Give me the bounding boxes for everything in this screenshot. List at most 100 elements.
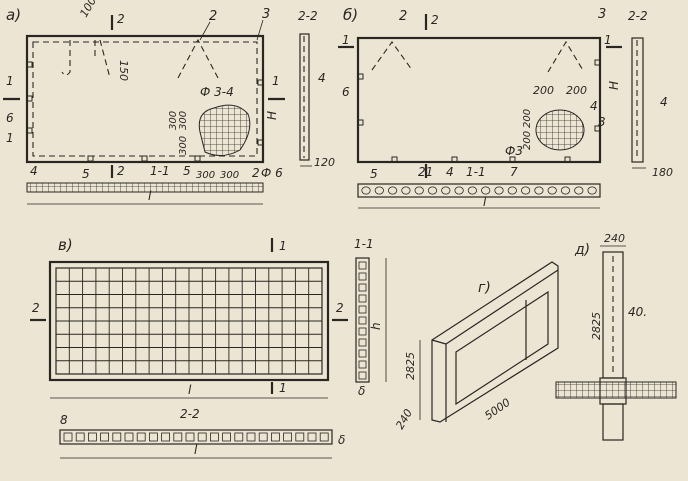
section-void <box>358 305 367 314</box>
callout-4-bottom-a: 4 <box>30 164 38 178</box>
section-void <box>507 186 517 195</box>
callout-2b-a: 2 <box>252 166 260 180</box>
section-void <box>283 432 293 442</box>
callout-5a-a: 5 <box>82 167 90 181</box>
section-void <box>358 327 367 336</box>
panel-v-grid <box>56 268 322 374</box>
section-void <box>270 432 280 442</box>
section-void <box>547 186 557 195</box>
insert-a6 <box>87 155 94 162</box>
dim-phi3-b: Ф3 <box>505 144 523 158</box>
section-void <box>185 432 195 442</box>
section-1-left-a: 1 <box>6 74 14 88</box>
figure-d-junction-detail: д) 240 2825 40. <box>555 232 677 441</box>
figure-v-label: в) <box>58 236 73 254</box>
section-22-b-body <box>631 37 644 163</box>
section-void <box>414 186 424 195</box>
section-22-a: 2-2 <box>298 9 318 23</box>
section-11-v-voids <box>358 261 367 380</box>
dim-2825-g: 2825 <box>404 352 417 380</box>
figure-g-label: г) <box>478 280 491 296</box>
section-void <box>100 432 109 442</box>
section-void <box>75 432 85 442</box>
mesh-detail-a <box>198 104 251 156</box>
section-void <box>173 432 183 442</box>
section-void <box>358 360 367 369</box>
section-void <box>467 186 477 195</box>
figure-d-label: д) <box>574 242 590 258</box>
dim-240-g: 240 <box>393 407 415 432</box>
section-1-bottom-v: 1 <box>279 381 287 395</box>
section-void <box>209 432 219 442</box>
dim-300c-a: 300 <box>178 136 189 155</box>
figure-a-wall-panel: а) 2 2 1 1 2 3 6 1 100 150 <box>3 0 335 205</box>
section-void <box>258 432 268 442</box>
section-void <box>358 272 367 281</box>
section-22-a-body <box>299 33 310 161</box>
dim-phi6-a: Ф 6 <box>261 166 283 180</box>
section-void <box>401 186 411 195</box>
callout-1-a: 1 <box>6 131 14 145</box>
section-void <box>481 186 491 195</box>
dim-200d-b: 200 <box>522 131 533 150</box>
dim-phi34-a: Ф 3-4 <box>200 85 234 99</box>
section-void <box>148 432 158 442</box>
section-11-b-voids <box>361 186 597 195</box>
section-void <box>427 186 438 195</box>
insert-b4 <box>594 125 601 132</box>
insert-b5 <box>391 156 398 163</box>
section-void <box>222 432 232 442</box>
dim-l-b-v: l <box>194 443 198 457</box>
section-11-a: 1-1 <box>150 164 170 178</box>
section-void <box>494 186 504 195</box>
dim-300e-a: 300 <box>220 170 239 181</box>
section-void <box>560 186 571 195</box>
lifting-loop-a3 <box>177 38 219 79</box>
callout-4-right-b: 4 <box>590 99 598 113</box>
section-void <box>587 186 597 195</box>
section-2-left-v: 2 <box>32 301 40 315</box>
callout-4-b: 4 <box>660 95 668 109</box>
section-22-v: 2-2 <box>180 407 200 421</box>
dim-200b-b: 200 <box>566 84 587 97</box>
panel-g-window <box>455 290 549 406</box>
section-11-b: 1-1 <box>466 165 486 179</box>
dim-h-v: h <box>369 322 383 330</box>
callout-4b-b: 4 <box>446 165 454 179</box>
insert-a1 <box>26 61 33 68</box>
section-void <box>358 283 367 292</box>
section-void <box>374 186 384 195</box>
lifting-loop-a2 <box>99 39 111 79</box>
callout-5-b: 5 <box>370 167 378 181</box>
section-void <box>358 316 367 325</box>
insert-b7 <box>509 156 516 163</box>
callout-2-a: 2 <box>209 9 217 24</box>
panel-v-outline <box>48 260 330 382</box>
insert-b1 <box>357 73 364 80</box>
mesh-detail-b <box>535 109 585 151</box>
section-void <box>246 432 256 442</box>
section-void <box>319 432 329 442</box>
callout-2-b: 2 <box>399 9 407 24</box>
callout-1-b: 1 <box>604 33 612 47</box>
callout-3-b: 3 <box>598 7 606 22</box>
section-22-v-body <box>59 429 333 445</box>
dim-150-a: 150 <box>117 60 130 81</box>
section-void <box>534 186 544 195</box>
panel-g-edge <box>431 269 559 422</box>
dim-H-b: H <box>607 81 621 90</box>
insert-a7 <box>141 155 148 162</box>
lifting-loop-a1 <box>61 40 96 76</box>
dim-120-a: 120 <box>314 156 335 169</box>
section-void <box>88 432 97 442</box>
callout-6-b: 6 <box>342 85 350 99</box>
dim-H-a: H <box>265 111 279 120</box>
section-11-a-strip <box>26 182 264 193</box>
figure-v-grid-panel: в) 1 1 2 2 l 1-1 h δ 2-2 8 δ l <box>30 236 387 459</box>
section-2-bottom-a: 2 <box>117 164 125 178</box>
insert-b3 <box>594 59 601 66</box>
section-void <box>454 186 464 195</box>
insert-b2 <box>357 119 364 126</box>
section-void <box>441 186 451 195</box>
